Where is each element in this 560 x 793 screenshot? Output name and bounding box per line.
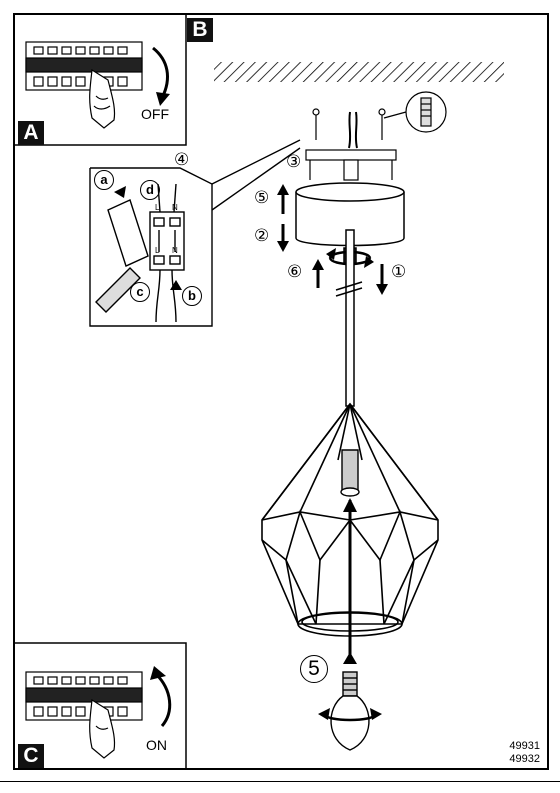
marker-b: B	[187, 18, 213, 42]
light-bulb	[330, 671, 370, 751]
arrow-off-head	[156, 92, 170, 106]
lamp-socket	[340, 449, 360, 497]
switch-on-label: ON	[146, 737, 167, 753]
terminal-l-bottom: L	[155, 246, 160, 255]
panel-c-frame	[15, 642, 187, 770]
bulb-step-label: 5	[300, 655, 328, 683]
arrow-up-6-head	[312, 259, 324, 270]
bulb-insert-arrow-head	[343, 498, 357, 512]
ceiling-hatch	[214, 62, 504, 82]
rotate-arrow-right	[364, 256, 374, 268]
step-6-label: ⑥	[287, 262, 303, 281]
wall-plug-detail	[383, 91, 447, 133]
arrow-on-curve	[154, 672, 172, 727]
arrow-down-1-head	[376, 284, 388, 295]
marker-a: A	[18, 121, 44, 145]
cord-arrows	[316, 264, 384, 288]
step-1-label: ①	[391, 262, 407, 281]
wiring-arrow-b	[170, 280, 182, 290]
terminal-l-top: L	[155, 203, 160, 212]
footer-rule	[0, 781, 560, 782]
wiring-arrow-a	[114, 186, 126, 198]
breaker-panel-on	[25, 671, 143, 759]
ceiling-wires	[348, 111, 358, 149]
wiring-letter-d: d	[140, 180, 160, 200]
bulb-rotate-head-right	[370, 708, 382, 720]
terminal-n-top: N	[172, 203, 178, 212]
bulb-rotate-head-left	[318, 708, 330, 720]
ceiling-screws	[312, 108, 386, 140]
pendant-cord	[335, 229, 363, 407]
marker-c: C	[18, 744, 44, 768]
switch-off-label: OFF	[141, 106, 169, 122]
step-5-label: ⑤	[254, 188, 270, 207]
model-number-2: 49932	[509, 753, 540, 765]
arrow-on-head	[150, 666, 166, 680]
terminal-n-bottom: N	[172, 246, 178, 255]
wiring-letter-a: a	[94, 170, 114, 190]
panel-a-frame	[15, 15, 187, 146]
model-numbers: 49931 49932	[509, 740, 540, 766]
mounting-bracket	[305, 149, 397, 181]
wiring-letter-b: b	[182, 286, 202, 306]
breaker-panel-off	[25, 41, 143, 129]
step-2-label: ②	[254, 226, 270, 245]
arrow-down-2-head	[277, 241, 289, 252]
wiring-letter-c: c	[130, 282, 150, 302]
model-number-1: 49931	[509, 740, 540, 752]
arrow-up-5-head	[277, 184, 289, 195]
step-4-label: ④	[174, 150, 190, 169]
bulb-step-arrow-head	[343, 652, 357, 664]
page-frame	[13, 13, 549, 770]
step-3-label: ③	[286, 152, 302, 171]
rotate-arrow-left	[326, 248, 336, 260]
arrow-off-curve	[152, 46, 169, 99]
wiring-inset	[89, 139, 301, 327]
